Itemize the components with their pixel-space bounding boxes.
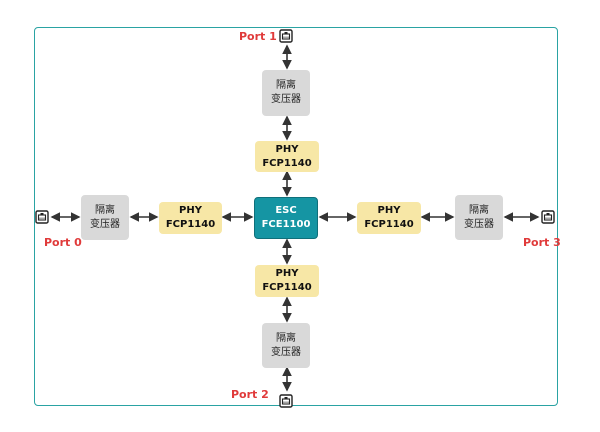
ethernet-port-icon: [279, 394, 293, 408]
transformer-label-line2: 变压器: [271, 94, 301, 105]
transformer-top: 隔离 变压器: [262, 70, 310, 116]
transformer-bottom: 隔离 变压器: [262, 323, 310, 368]
diagram-frame: [34, 27, 558, 406]
port-0-label: Port 0: [44, 236, 82, 249]
phy-label-line1: PHY: [179, 205, 202, 216]
transformer-label-line1: 隔离: [276, 80, 296, 91]
transformer-label-line1: 隔离: [95, 204, 115, 216]
phy-label-line1: PHY: [377, 205, 401, 216]
phy-label-line2: FCP1140: [262, 282, 312, 293]
phy-label-line1: PHY: [275, 268, 299, 279]
port-1-label: Port 1: [239, 30, 277, 43]
transformer-label-line2: 变压器: [464, 218, 494, 230]
esc-label-line1: ESC: [275, 205, 297, 216]
port-3-label: Port 3: [523, 236, 561, 249]
transformer-label-line2: 变压器: [271, 346, 301, 358]
ethernet-port-icon: [279, 29, 293, 43]
port-2-label: Port 2: [231, 388, 269, 401]
transformer-right: 隔离 变压器: [455, 195, 503, 240]
transformer-label-line1: 隔离: [469, 204, 489, 216]
esc-label-line2: FCE1100: [261, 219, 311, 230]
phy-label-line2: FCP1140: [364, 219, 414, 230]
transformer-label-line1: 隔离: [276, 332, 296, 344]
phy-label-line1: PHY: [275, 143, 299, 155]
phy-right: PHY FCP1140: [357, 202, 421, 234]
phy-label-line2: FCP1140: [262, 157, 312, 169]
phy-left: PHY FCP1140: [159, 202, 222, 234]
ethernet-port-icon: [541, 210, 555, 224]
ethernet-port-icon: [35, 210, 49, 224]
esc-controller: ESC FCE1100: [254, 197, 318, 239]
phy-label-line2: FCP1140: [165, 219, 216, 230]
phy-bottom: PHY FCP1140: [255, 265, 319, 297]
transformer-left: 隔离 变压器: [81, 195, 129, 240]
transformer-label-line2: 变压器: [90, 218, 120, 230]
phy-top: PHY FCP1140: [255, 141, 319, 172]
